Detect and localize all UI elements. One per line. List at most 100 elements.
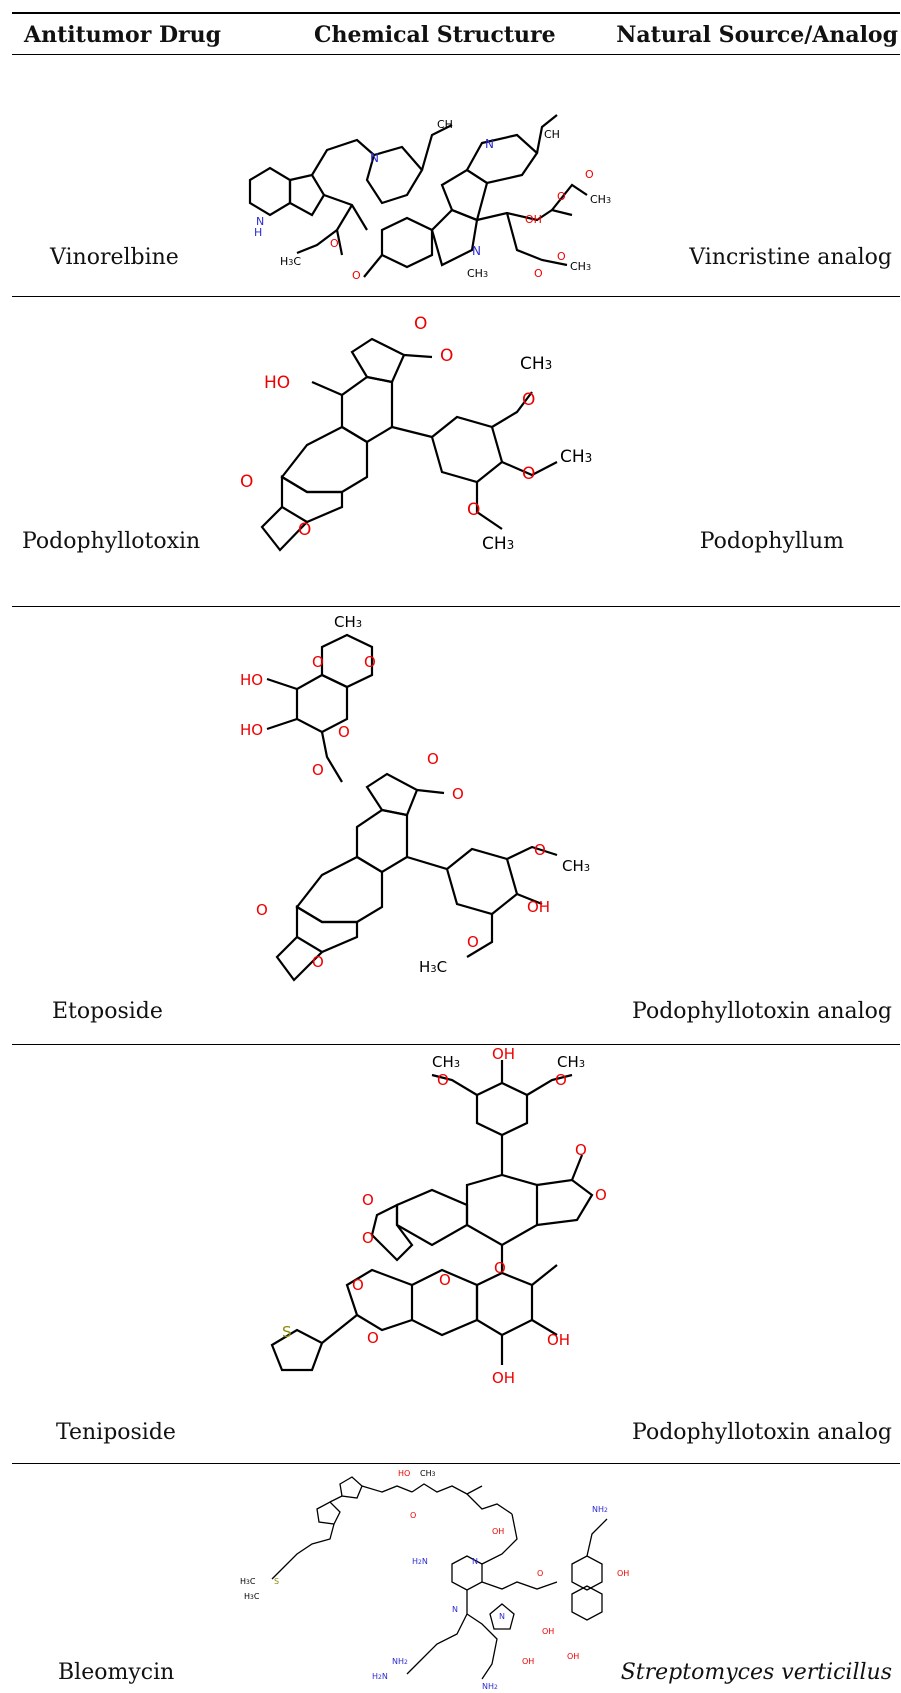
teniposide-structure-icon: CH3 OH CH3 O O O O O O O O O O S OH OH [270, 1045, 607, 1387]
etoposide-structure-icon: CH3 O O HO HO O O O O O CH3 OH O H3C O O [240, 613, 590, 982]
svg-text:H3C: H3C [244, 1592, 260, 1601]
svg-text:O: O [439, 1271, 451, 1289]
header-source: Natural Source/Analog [616, 22, 898, 48]
row-divider [12, 606, 900, 607]
svg-text:OH: OH [617, 1569, 629, 1578]
svg-text:CH3: CH3 [467, 267, 488, 280]
svg-text:HO: HO [240, 671, 263, 689]
drug-source: Podophyllum [699, 529, 844, 554]
svg-text:O: O [330, 237, 339, 250]
svg-text:CH3: CH3 [520, 354, 552, 374]
svg-text:O: O [522, 390, 535, 410]
svg-text:O: O [467, 500, 480, 520]
vinorelbine-structure-icon: N H N CH N N CH H3C O O CH3 O O CH3 OH O… [248, 114, 611, 295]
svg-text:O: O [240, 472, 253, 492]
svg-text:O: O [585, 168, 594, 181]
drug-name: Bleomycin [58, 1660, 175, 1685]
svg-text:NH2: NH2 [482, 1682, 498, 1691]
svg-text:O: O [427, 750, 439, 768]
svg-text:O: O [352, 1276, 364, 1294]
svg-text:S: S [282, 1323, 292, 1341]
drug-name: Vinorelbine [50, 245, 179, 270]
svg-text:O: O [312, 653, 324, 671]
svg-text:CH3: CH3 [420, 1469, 436, 1478]
svg-text:H2N: H2N [372, 1672, 388, 1681]
header-rule [12, 54, 900, 55]
table-top-rule [12, 12, 900, 14]
svg-text:H: H [254, 226, 262, 239]
drug-source: Vincristine analog [689, 245, 892, 270]
drug-source: Podophyllotoxin analog [632, 999, 892, 1024]
svg-text:CH3: CH3 [482, 534, 514, 554]
svg-text:CH3: CH3 [352, 293, 373, 295]
svg-text:O: O [555, 1071, 567, 1089]
svg-text:S: S [274, 1577, 279, 1586]
svg-text:N: N [472, 244, 481, 258]
svg-text:O: O [534, 841, 546, 859]
svg-text:O: O [595, 1186, 607, 1204]
svg-text:O: O [410, 1511, 416, 1520]
svg-text:OH: OH [492, 1527, 504, 1536]
svg-text:OH: OH [525, 213, 542, 226]
svg-text:N: N [256, 215, 264, 228]
drug-source: Podophyllotoxin analog [632, 1420, 892, 1445]
svg-text:CH3: CH3 [562, 857, 590, 875]
svg-text:O: O [557, 190, 566, 203]
svg-text:CH3: CH3 [570, 260, 591, 273]
drug-name: Teniposide [56, 1420, 176, 1445]
header-drug: Antitumor Drug [24, 22, 221, 48]
svg-text:N: N [452, 1605, 458, 1614]
svg-text:CH3: CH3 [334, 613, 362, 631]
table-row: NH2 HO CH3 O OH H3C H3C S H2N N N O OH O… [12, 1464, 900, 1693]
svg-text:O: O [467, 933, 479, 951]
svg-text:O: O [440, 346, 453, 366]
svg-text:O: O [338, 723, 350, 741]
svg-text:O: O [452, 785, 464, 803]
table-row: CH3 O O HO HO O O O O O CH3 OH O H3C O O… [12, 607, 900, 1047]
svg-text:H3C: H3C [419, 958, 447, 976]
row-divider [12, 1044, 900, 1045]
svg-text:NH2: NH2 [392, 1657, 408, 1666]
row-divider [12, 296, 900, 297]
bleomycin-structure-icon: NH2 HO CH3 O OH H3C H3C S H2N N N O OH O… [240, 1469, 629, 1691]
svg-text:HO: HO [240, 721, 263, 739]
svg-text:O: O [437, 1071, 449, 1089]
svg-text:N: N [499, 1612, 505, 1621]
podophyllotoxin-structure-icon: O O HO O CH3 O CH3 O CH3 O O [240, 314, 592, 554]
drug-name: Podophyllotoxin [22, 529, 201, 554]
svg-text:H3C: H3C [240, 1577, 256, 1586]
svg-text:OH: OH [522, 1657, 534, 1666]
svg-text:O: O [352, 269, 361, 282]
svg-text:O: O [298, 520, 311, 540]
svg-text:O: O [575, 1141, 587, 1159]
svg-text:OH: OH [542, 1627, 554, 1636]
svg-text:NH2: NH2 [592, 1505, 608, 1514]
svg-text:CH3: CH3 [560, 447, 592, 467]
svg-text:HO: HO [398, 1469, 410, 1478]
svg-text:H2N: H2N [412, 1557, 428, 1566]
header-structure: Chemical Structure [314, 22, 556, 48]
svg-text:N: N [485, 137, 494, 151]
svg-text:OH: OH [492, 1045, 515, 1063]
svg-text:H3C: H3C [280, 255, 301, 268]
svg-text:O: O [414, 314, 427, 334]
svg-text:O: O [312, 953, 324, 971]
svg-text:O: O [256, 901, 268, 919]
table-row: O O HO O CH3 O CH3 O CH3 O O Podophyllot… [12, 297, 900, 607]
svg-text:OH: OH [567, 1652, 579, 1661]
svg-text:CH3: CH3 [432, 1053, 460, 1071]
svg-text:O: O [312, 761, 324, 779]
svg-text:O: O [557, 250, 566, 263]
svg-text:N: N [370, 151, 379, 165]
svg-text:O: O [494, 1259, 506, 1277]
row-divider [12, 1463, 900, 1464]
svg-text:O: O [522, 464, 535, 484]
drug-source: Streptomyces verticillus [620, 1660, 892, 1685]
svg-text:CH3: CH3 [590, 193, 611, 206]
svg-text:OH: OH [527, 898, 550, 916]
table-row: N H N CH N N CH H3C O O CH3 O O CH3 OH O… [12, 55, 900, 295]
svg-text:O: O [364, 653, 376, 671]
svg-text:CH: CH [544, 128, 560, 141]
svg-text:O: O [367, 1329, 379, 1347]
table-header: Antitumor Drug Chemical Structure Natura… [12, 14, 900, 54]
